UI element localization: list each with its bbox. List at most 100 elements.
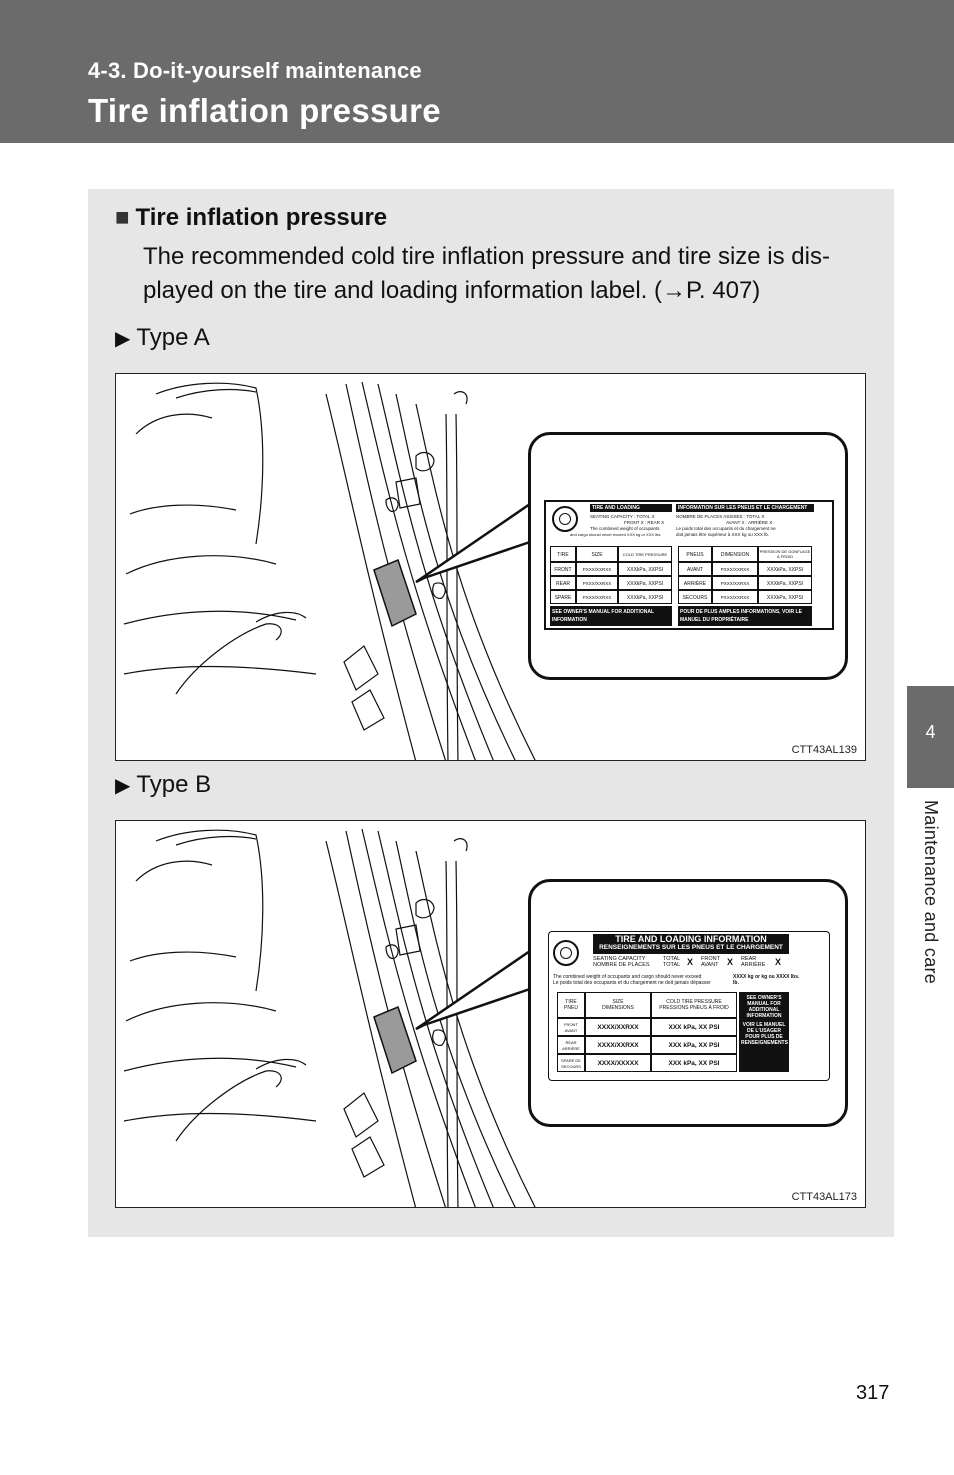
label-b-row-front-pressure: XXX kPa, XX PSI [651, 1018, 737, 1036]
label-b-total-value: X [687, 957, 694, 967]
label-a-row-rear-size: PXXX/XXRXX [576, 576, 618, 590]
label-a-row-rear-pressure: XXXkPa, XXPSI [618, 576, 672, 590]
label-b-weight-value: XXXX kg or kg ou XXXX lbs. lb. [733, 974, 800, 986]
label-a-row-spare-size: PXXX/XXRXX [576, 590, 618, 604]
figure-type-a: TIRE AND LOADING INFORMATION SEATING CAP… [115, 373, 866, 761]
section-heading: ■Tire inflation pressure [115, 204, 387, 232]
arrow-icon: → [662, 277, 686, 304]
label-a-row-arriere-size: PXXX/XXRXX [712, 576, 758, 590]
label-b-rear-fr: ARRIÈRE [741, 962, 766, 968]
label-a-seating-fr-2: AVANT X : ARRIÈRE X [726, 520, 773, 525]
label-b-title-en: TIRE AND LOADING INFORMATION [615, 934, 767, 944]
label-a-weight-en-2: and cargo should never exceed XXX kg or … [570, 532, 662, 537]
label-a-header-dimension: DIMENSION [712, 546, 758, 562]
triangle-bullet-icon: ▶ [115, 775, 131, 797]
page-title: Tire inflation pressure [88, 92, 441, 129]
label-b-row-rear-size: XXXX/XXRXX [585, 1036, 651, 1054]
label-b-header-size: SIZE DIMENSIONS [585, 992, 651, 1018]
label-a-row-arriere-pos: ARRIÈRE [678, 576, 712, 590]
label-a-row-secours-pos: SECOURS [678, 590, 712, 604]
type-b-label: ▶Type B [115, 771, 211, 799]
label-b-title-block: TIRE AND LOADING INFORMATION RENSEIGNEME… [593, 934, 789, 954]
label-location-marker [373, 1005, 417, 1075]
label-location-marker [373, 558, 417, 628]
triangle-bullet-icon: ▶ [115, 328, 131, 350]
label-b-row-spare-pos: SPARE DE SECOURS [557, 1054, 585, 1072]
figure-type-b: TIRE AND LOADING INFORMATION RENSEIGNEME… [115, 820, 866, 1208]
label-b-header-tire: TIRE PNEU [557, 992, 585, 1018]
label-b-total-fr: TOTAL [663, 962, 681, 968]
label-a-seating-en: SEATING CAPACITY : TOTAL X [590, 514, 655, 519]
seat-and-door-pillar-illustration [123, 381, 536, 760]
label-b-side-note-en: SEE OWNER'S MANUAL FOR ADDITIONAL INFORM… [746, 995, 782, 1019]
tire-loading-label-type-b: TIRE AND LOADING INFORMATION RENSEIGNEME… [548, 931, 830, 1081]
label-a-row-avant-size: PXXX/XXRXX [712, 562, 758, 576]
label-a-footer-fr: POUR DE PLUS AMPLES INFORMATIONS, VOIR L… [678, 606, 812, 626]
chapter-number: 4 [925, 722, 936, 742]
label-b-row-rear-pressure: XXX kPa, XX PSI [651, 1036, 737, 1054]
label-b-front-en: FRONT [701, 956, 720, 962]
heading-text: Tire inflation pressure [135, 204, 388, 231]
label-b-seating-en: SEATING CAPACITY [593, 956, 646, 962]
tire-icon [553, 940, 579, 966]
label-b-row-spare-size: XXXX/XXXXX [585, 1054, 651, 1072]
type-a-text: Type A [136, 324, 210, 351]
figure-code-b: CTT43AL173 [791, 1191, 857, 1203]
label-a-weight-en: The combined weight of occupants [590, 526, 660, 531]
type-b-text: Type B [136, 771, 212, 798]
chapter-label: Maintenance and care [921, 800, 941, 985]
page-reference-link[interactable]: P. 407) [686, 277, 761, 304]
label-a-row-front-pos: FRONT [550, 562, 576, 576]
label-a-seating-fr: NOMBRE DE PLACES ASSISES : TOTAL X [676, 514, 765, 519]
label-a-row-spare-pos: SPARE [550, 590, 576, 604]
page-header: 4-3. Do-it-yourself maintenance Tire inf… [0, 0, 954, 143]
label-a-row-rear-pos: REAR [550, 576, 576, 590]
chapter-tab[interactable]: 4 [907, 686, 954, 788]
label-b-row-front-pos: FRONT AVANT [557, 1018, 585, 1036]
label-a-row-arriere-pressure: XXXkPa, XXPSI [758, 576, 812, 590]
label-a-row-avant-pos: AVANT [678, 562, 712, 576]
label-a-row-secours-size: PXXX/XXRXX [712, 590, 758, 604]
label-b-side-note-fr: VOIR LE MANUEL DE L'USAGER POUR PLUS DE … [741, 1022, 788, 1046]
figure-code-a: CTT43AL139 [791, 744, 857, 756]
page-number: 317 [856, 1382, 890, 1404]
seat-and-door-pillar-illustration [123, 828, 536, 1207]
label-a-row-spare-pressure: XXXkPa, XXPSI [618, 590, 672, 604]
type-a-label: ▶Type A [115, 324, 210, 352]
label-b-row-rear-pos: REAR ARRIÈRE [557, 1036, 585, 1054]
label-b-front-value: X [727, 957, 734, 967]
label-b-weight-fr: Le poids total des occupants et du charg… [553, 980, 711, 986]
label-a-title-en: TIRE AND LOADING INFORMATION [590, 504, 672, 519]
label-a-header-tire: TIRE [550, 546, 576, 562]
label-b-rear-value: X [775, 957, 782, 967]
label-a-header-pneus: PNEUS [678, 546, 712, 562]
label-b-side-note: SEE OWNER'S MANUAL FOR ADDITIONAL INFORM… [739, 992, 789, 1072]
label-b-total-en: TOTAL [663, 956, 681, 962]
label-b-header-pressure: COLD TIRE PRESSURE PRESSIONS PNEUS À FRO… [651, 992, 737, 1018]
tire-icon [552, 506, 578, 532]
tire-loading-label-type-a: TIRE AND LOADING INFORMATION SEATING CAP… [544, 500, 834, 630]
label-a-footer-en: SEE OWNER'S MANUAL FOR ADDITIONAL INFORM… [550, 606, 672, 626]
label-b-front-fr: AVANT [701, 962, 719, 968]
label-a-header-pression: PRESSION DE GONFLAGE À FROID [758, 546, 812, 562]
label-b-row-spare-pressure: XXX kPa, XX PSI [651, 1054, 737, 1072]
label-a-seating-en-2: FRONT X : REAR X [624, 520, 665, 525]
label-b-seating-fr: NOMBRE DE PLACES [593, 962, 650, 968]
section-title: 4-3. Do-it-yourself maintenance [88, 58, 422, 83]
label-a-weight-fr: Le poids total des occupants et du charg… [676, 526, 776, 531]
label-a-row-front-pressure: XXXkPa, XXPSI [618, 562, 672, 576]
label-a-row-secours-pressure: XXXkPa, XXPSI [758, 590, 812, 604]
label-b-rear-en: REAR [741, 956, 757, 962]
label-a-header-size: SIZE [576, 546, 618, 562]
label-b-title-fr: RENSEIGNEMENTS SUR LES PNEUS ET LE CHARG… [599, 944, 783, 951]
label-a-title-fr: INFORMATION SUR LES PNEUS ET LE CHARGEME… [676, 504, 814, 512]
label-a-row-avant-pressure: XXXkPa, XXPSI [758, 562, 812, 576]
body-paragraph: The recommended cold tire inflation pres… [143, 240, 873, 308]
paragraph-text: The recommended cold tire inflation pres… [143, 243, 830, 304]
label-a-row-front-size: PXXX/XXRXX [576, 562, 618, 576]
label-b-row-front-size: XXXX/XXRXX [585, 1018, 651, 1036]
label-a-header-pressure: COLD TIRE PRESSURE [618, 546, 672, 562]
square-bullet-icon: ■ [115, 204, 130, 231]
label-b-weight-en: The combined weight of occupants and car… [553, 974, 702, 980]
label-a-weight-fr-2: doit jamais être supérieur à XXX kg ou X… [676, 532, 770, 537]
